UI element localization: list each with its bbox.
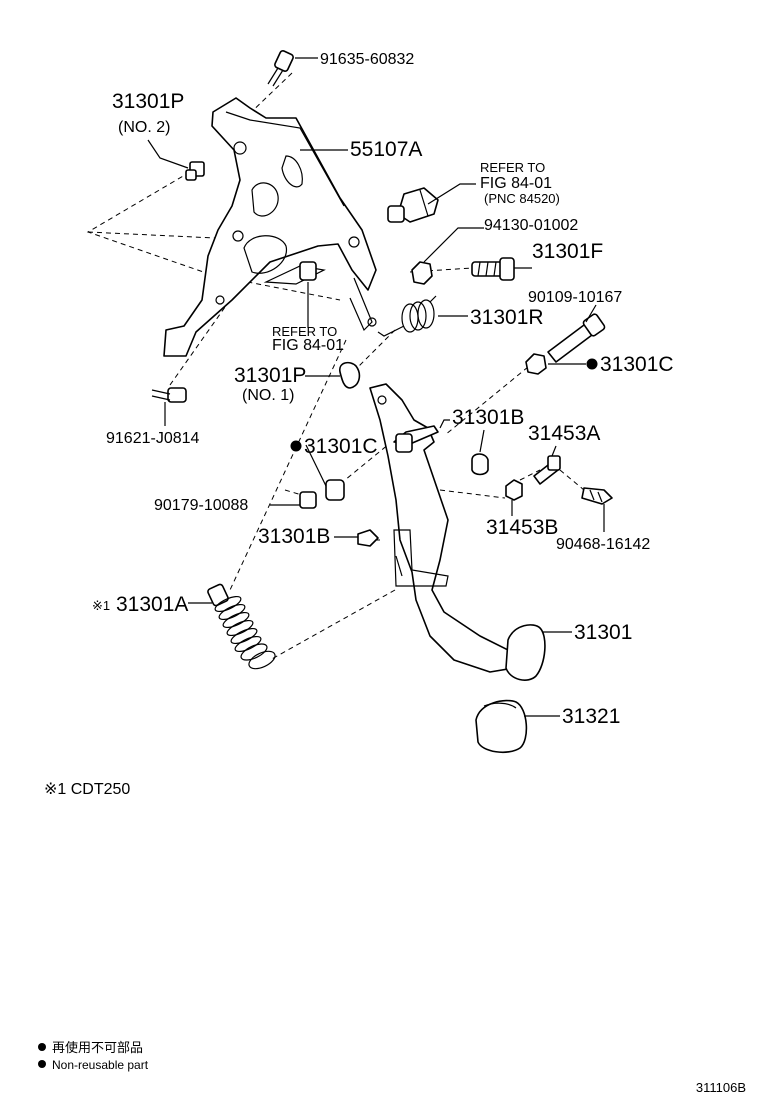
label-91621-j0814: 91621-J0814 [106, 430, 200, 447]
cushion-31301b-top [471, 453, 489, 476]
label-refer-top-line2: FIG 84-01 [480, 175, 552, 192]
legend-bullet-jp [38, 1043, 46, 1051]
legend-bullet-en [38, 1060, 46, 1068]
spring-31301r [377, 295, 437, 337]
collar-90179-10088 [299, 491, 317, 509]
bolt-91635-60832 [267, 50, 294, 87]
label-90109-10167: 90109-10167 [528, 289, 622, 306]
collar-31301p-no1 [339, 361, 361, 389]
label-91635-60832: 91635-60832 [320, 51, 414, 68]
label-90468-16142: 90468-16142 [556, 536, 650, 553]
label-31301: 31301 [574, 621, 632, 644]
label-refer-mid-line2: FIG 84-01 [272, 337, 344, 354]
nut-31301p-no2 [185, 161, 205, 181]
legend: 再使用不可部品 Non-reusable part [38, 1040, 149, 1072]
label-refer-top-line3: (PNC 84520) [484, 191, 560, 206]
clip-90468-16142 [581, 487, 613, 505]
legend-text-en: Non-reusable part [52, 1058, 149, 1072]
spring-31301a [207, 583, 276, 670]
switch-refer-fig-84-01 [387, 187, 439, 223]
legend-text-jp: 再使用不可部品 [52, 1040, 143, 1056]
label-31301b-low: 31301B [258, 525, 330, 548]
non-reusable-bullet-31301c-left [290, 440, 302, 452]
nut-31301c-right [525, 353, 547, 375]
nut-94130-01002 [411, 261, 433, 285]
pedal-pad-cover-31321 [475, 699, 528, 754]
label-31301p-no1: 31301P [234, 364, 306, 387]
non-reusable-bullet-31301c-right [586, 358, 598, 370]
callout-labels: 91635-60832 31301P (NO. 2) 55107A REFER … [92, 51, 674, 728]
label-31301r: 31301R [470, 306, 544, 329]
label-90179-10088: 90179-10088 [154, 497, 248, 514]
label-31301p-no2-sub: (NO. 2) [118, 119, 170, 136]
bolt-90109-10167 [547, 313, 606, 363]
bolt-31453a [533, 455, 561, 485]
cushion-31301b-low [357, 529, 379, 547]
bushing-31301c-left [325, 479, 345, 501]
bolt-91621-j0814 [151, 387, 187, 403]
label-31453b: 31453B [486, 516, 558, 539]
bolt-31301f [471, 257, 515, 281]
label-94130-01002: 94130-01002 [484, 217, 578, 234]
label-refer-top-line1: REFER TO [480, 160, 545, 175]
label-31321: 31321 [562, 705, 620, 728]
label-55107a: 55107A [350, 138, 422, 161]
leader-lines [147, 57, 605, 717]
pedal-pad-31301 [505, 624, 546, 681]
label-31301a-mark: ※1 [92, 598, 110, 613]
label-31301a: 31301A [116, 593, 188, 616]
pedal-bracket-55107a [163, 97, 377, 357]
clutch-pedal-31301 [369, 383, 515, 673]
label-31301b-top: 31301B [452, 406, 524, 429]
bushing-under-bracket [299, 261, 317, 281]
label-refer-mid-line1: REFER TO [272, 324, 337, 339]
label-31301f: 31301F [532, 240, 603, 263]
label-31301c-right: 31301C [600, 353, 674, 376]
label-31301p-no2: 31301P [112, 90, 184, 113]
label-31301c-left: 31301C [304, 435, 378, 458]
label-31453a: 31453A [528, 422, 600, 445]
label-31301p-no1-sub: (NO. 1) [242, 387, 294, 404]
figure-id: 311106B [696, 1080, 746, 1095]
footnote-cdt250: ※1 CDT250 [44, 781, 130, 798]
nut-31453b [505, 479, 523, 501]
